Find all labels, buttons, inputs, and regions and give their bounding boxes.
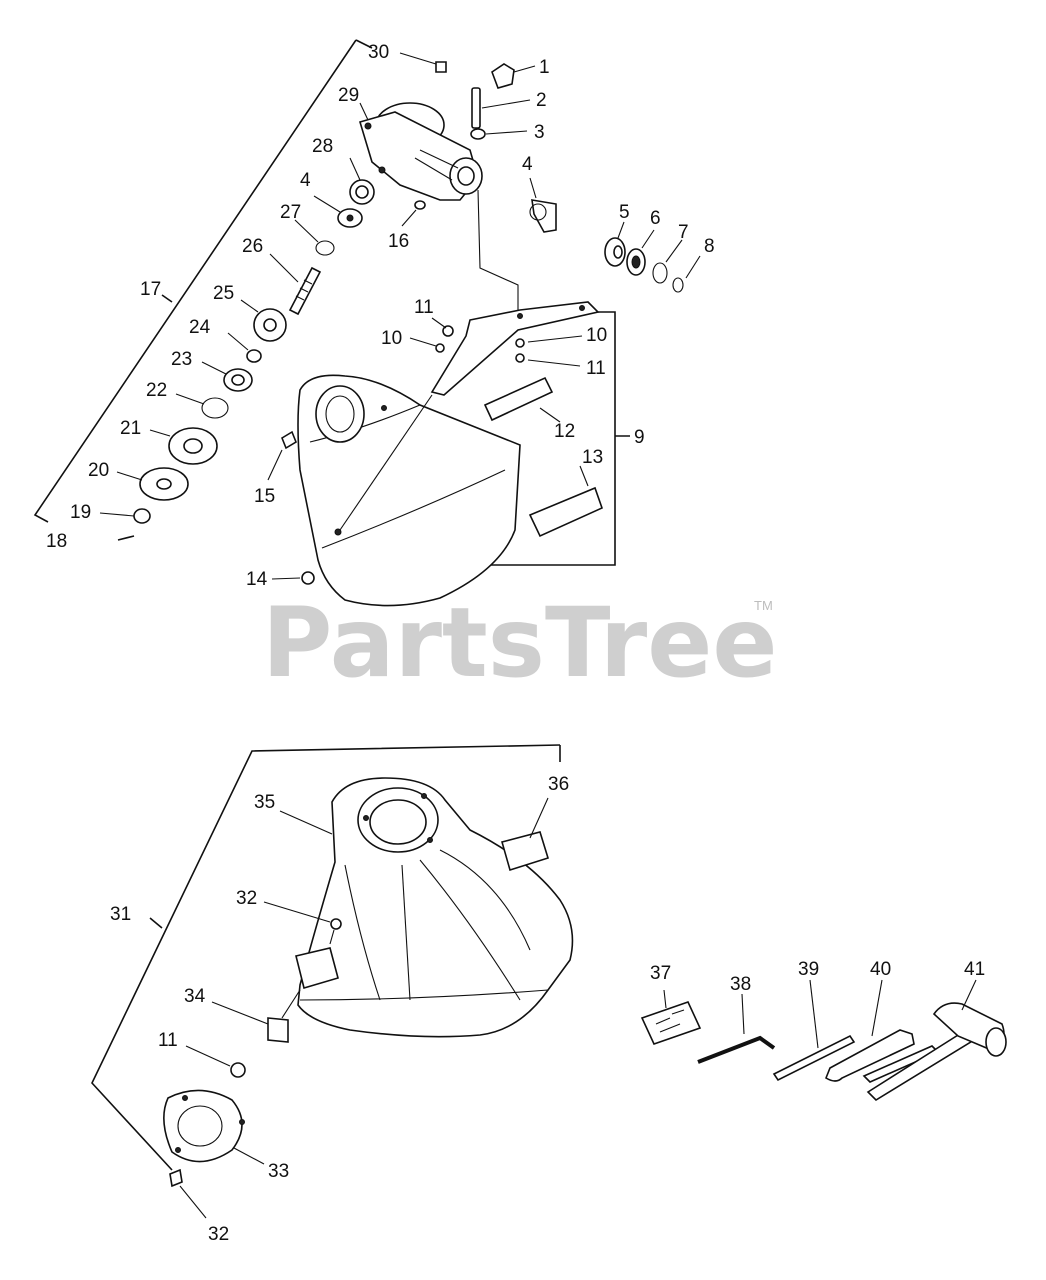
callout-16: 16 (388, 231, 409, 252)
callout-34: 34 (184, 986, 206, 1007)
callout-32-lower: 32 (208, 1224, 229, 1245)
callout-27: 27 (280, 202, 301, 223)
gear-case-assembly (33, 39, 701, 607)
callout-15: 15 (254, 486, 275, 507)
callout-21: 21 (120, 418, 141, 439)
callout-14: 14 (246, 569, 268, 590)
watermark-trademark: TM (754, 598, 773, 613)
watermark-text: PartsTree (262, 587, 777, 699)
callout-11-upper: 11 (414, 297, 434, 318)
callout-17: 17 (140, 279, 161, 300)
callout-20: 20 (88, 460, 109, 481)
callout-37: 37 (650, 963, 671, 984)
callout-5: 5 (619, 202, 630, 223)
callout-41: 41 (964, 959, 985, 980)
callout-32-upper: 32 (236, 888, 257, 909)
callout-10-right: 10 (586, 325, 607, 346)
callout-4-right: 4 (522, 154, 533, 175)
callout-2: 2 (536, 90, 547, 111)
callout-31: 31 (110, 904, 131, 925)
callout-40: 40 (870, 959, 891, 980)
callout-13: 13 (582, 447, 603, 468)
callout-35: 35 (254, 792, 275, 813)
callout-7: 7 (678, 222, 689, 243)
callout-38: 38 (730, 974, 751, 995)
callout-8: 8 (704, 236, 715, 257)
callout-25: 25 (213, 283, 234, 304)
callout-22: 22 (146, 380, 167, 401)
callout-28: 28 (312, 136, 333, 157)
debris-shield-assembly (91, 744, 1007, 1219)
callout-4-left: 4 (300, 170, 311, 191)
callout-36: 36 (548, 774, 569, 795)
callout-6: 6 (650, 208, 661, 229)
callout-30: 30 (368, 42, 389, 63)
callout-18: 18 (46, 531, 67, 552)
callout-23: 23 (171, 349, 192, 370)
callout-3: 3 (534, 122, 545, 143)
callout-39: 39 (798, 959, 819, 980)
callout-9: 9 (634, 427, 645, 448)
callout-26: 26 (242, 236, 263, 257)
callout-10-left: 10 (381, 328, 402, 349)
callout-11-lower: 11 (158, 1030, 178, 1051)
callout-1: 1 (539, 57, 550, 78)
callout-24: 24 (189, 317, 211, 338)
callout-29: 29 (338, 85, 359, 106)
callout-12: 12 (554, 421, 575, 442)
callout-19: 19 (70, 502, 91, 523)
callout-33: 33 (268, 1161, 289, 1182)
callout-numbers: 30 1 2 3 29 28 4 27 16 4 5 6 7 8 26 17 2… (46, 42, 985, 1245)
callout-11-right: 11 (586, 358, 606, 379)
